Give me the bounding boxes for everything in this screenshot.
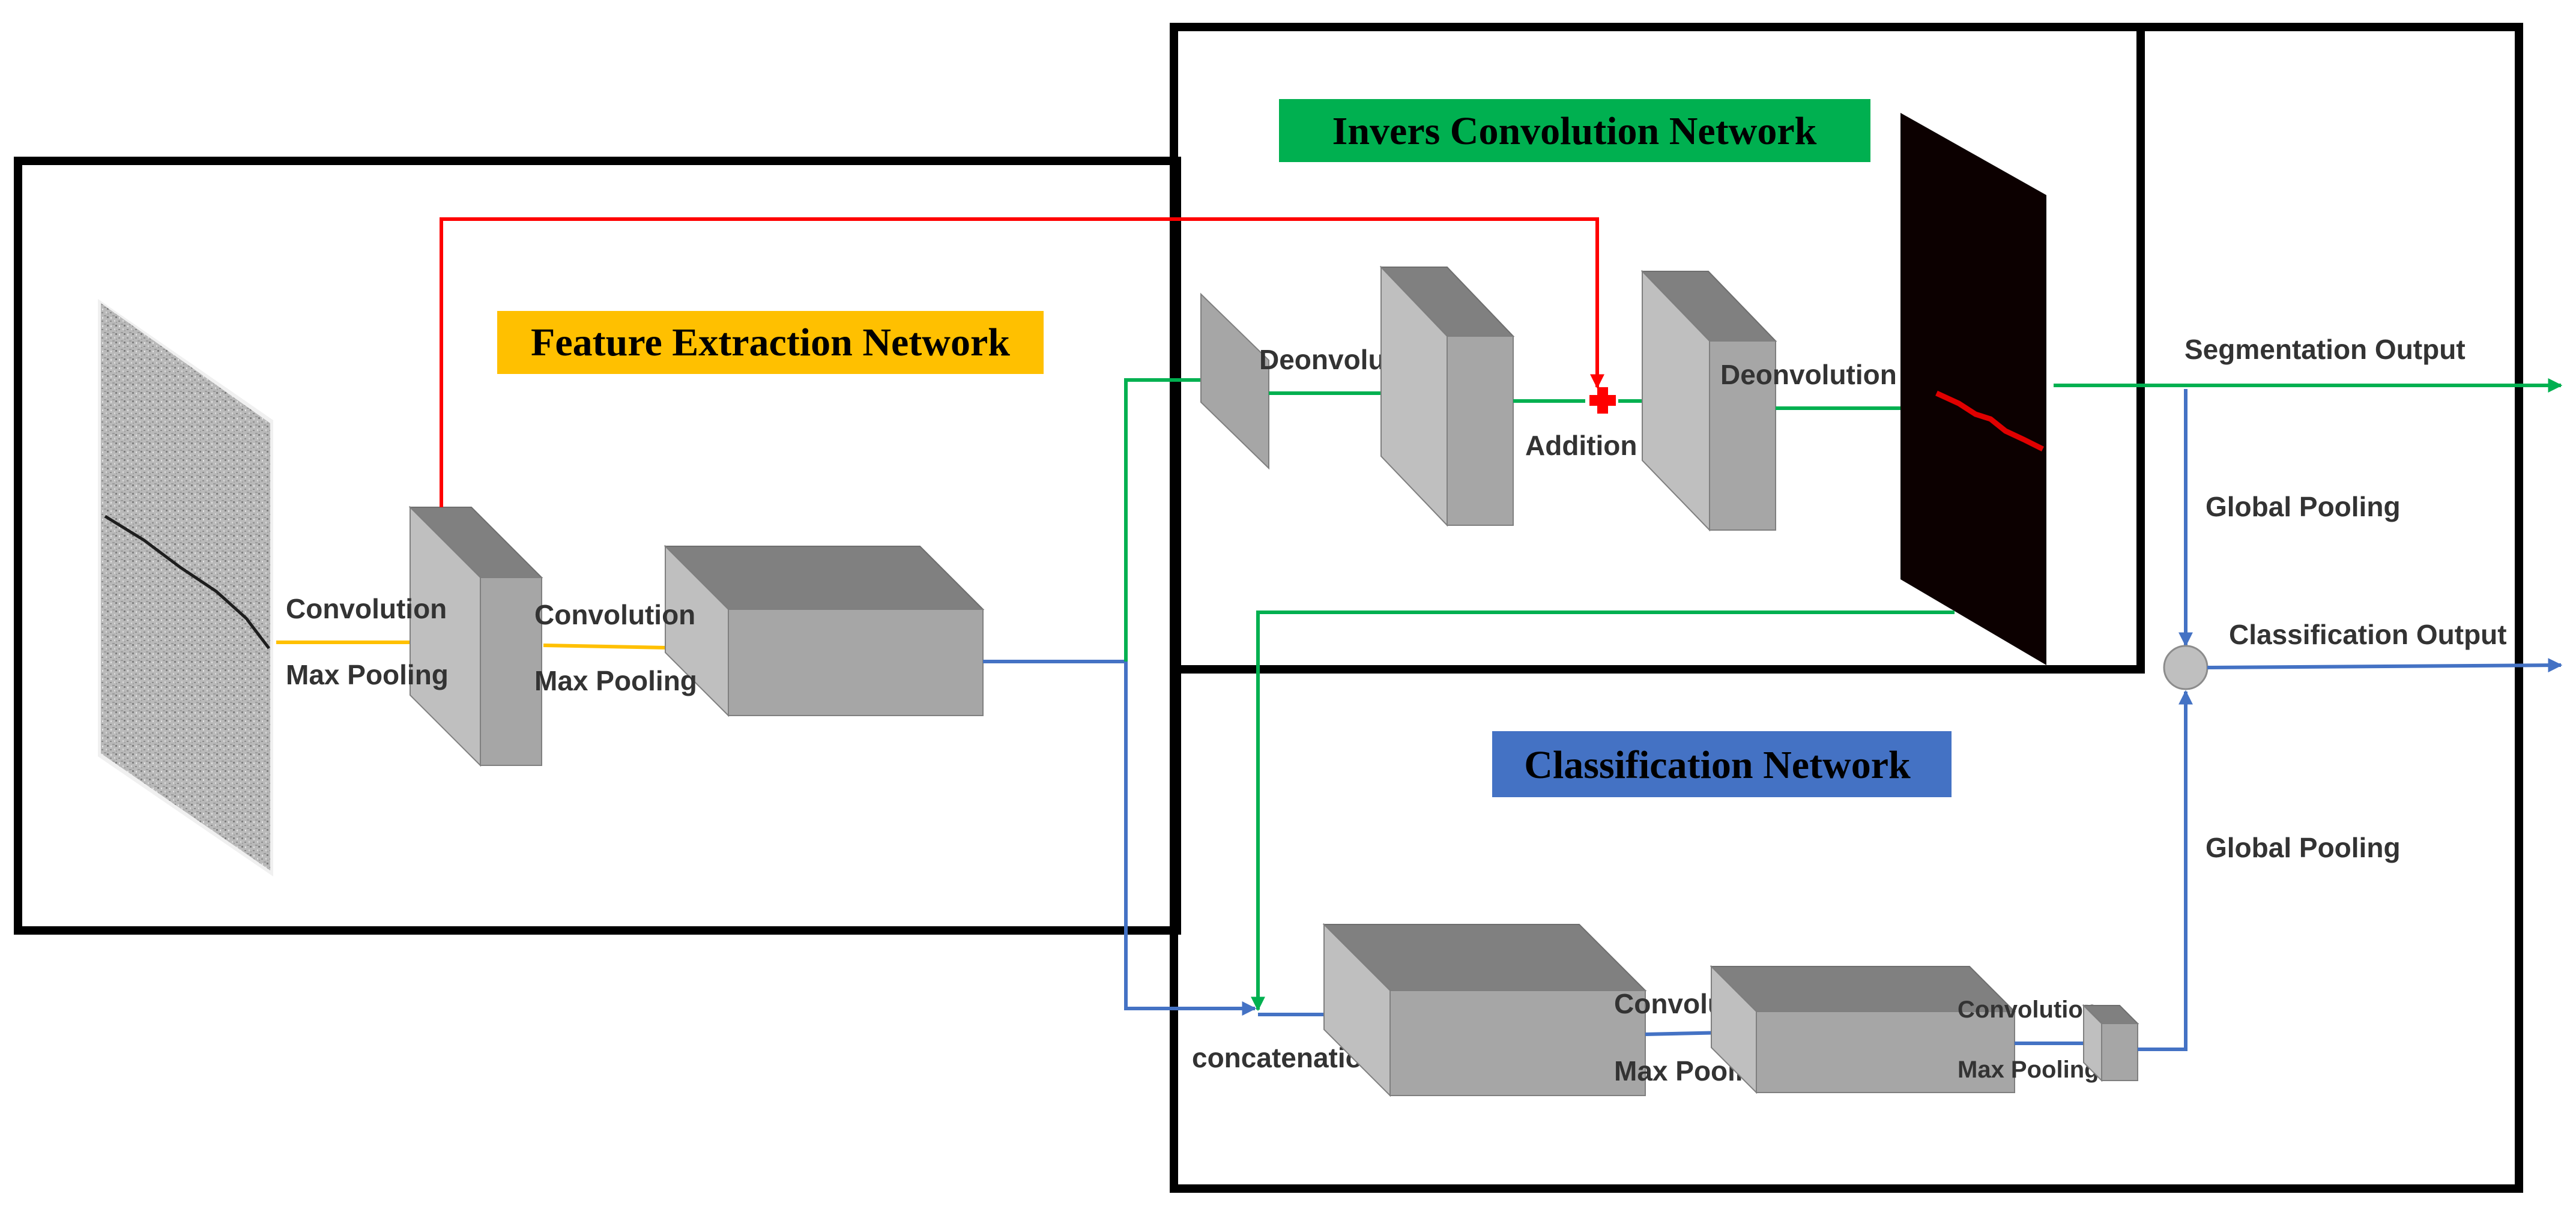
maxpool2-label: Max Pooling [534,665,697,696]
deconv-block-1 [1379,265,1515,527]
conv4-label: Convolution [1958,996,2097,1023]
class-block-3 [2082,1004,2139,1082]
maxpool4-label: Max Pooling [1958,1057,2099,1083]
fusion-node [2163,645,2209,690]
feature-block-2 [664,544,985,717]
global-pooling-bottom-arrow [2138,690,2193,1051]
classification-title-bg [1492,731,1952,797]
addition-plus-icon [1589,387,1616,414]
feature-extraction-title: Feature Extraction Network [531,321,1010,364]
outer-classification-frame [1170,23,2523,1193]
inverse-convolution-title: Invers Convolution Network [1332,109,1817,153]
classification-title: Classification Network [1524,743,1911,787]
maxpool1-label: Max Pooling [286,659,449,690]
inverse-convolution-title-bg [1279,99,1870,162]
class-block-1 [1322,923,1647,1097]
input-crack-image [98,299,273,876]
class-block-2 [1710,965,2016,1094]
blue-feature-branch [983,660,1257,1016]
global-pooling-bottom-label: Global Pooling [2206,832,2401,863]
green-segmap-to-concat [1251,611,1955,1011]
classification-output-arrow [2207,658,2563,673]
addition-label: Addition [1525,430,1637,461]
conv2-label: Convolution [534,599,695,630]
classification-output-label: Classification Output [2229,619,2507,650]
deconv-input-plane [1200,292,1269,470]
feature-extraction-title-bg [497,311,1044,374]
segmentation-output-label: Segmentation Output [2184,334,2466,365]
global-pooling-top-label: Global Pooling [2206,491,2401,522]
feature-block-1 [408,505,543,767]
segmentation-map [1900,113,2046,665]
green-feature-branch [1124,373,1221,662]
deconv2-label: Deonvolution [1720,359,1897,390]
red-skip-connection [440,217,1604,507]
conv1-label: Convolution [286,593,447,624]
deconv-block-2 [1640,270,1777,532]
